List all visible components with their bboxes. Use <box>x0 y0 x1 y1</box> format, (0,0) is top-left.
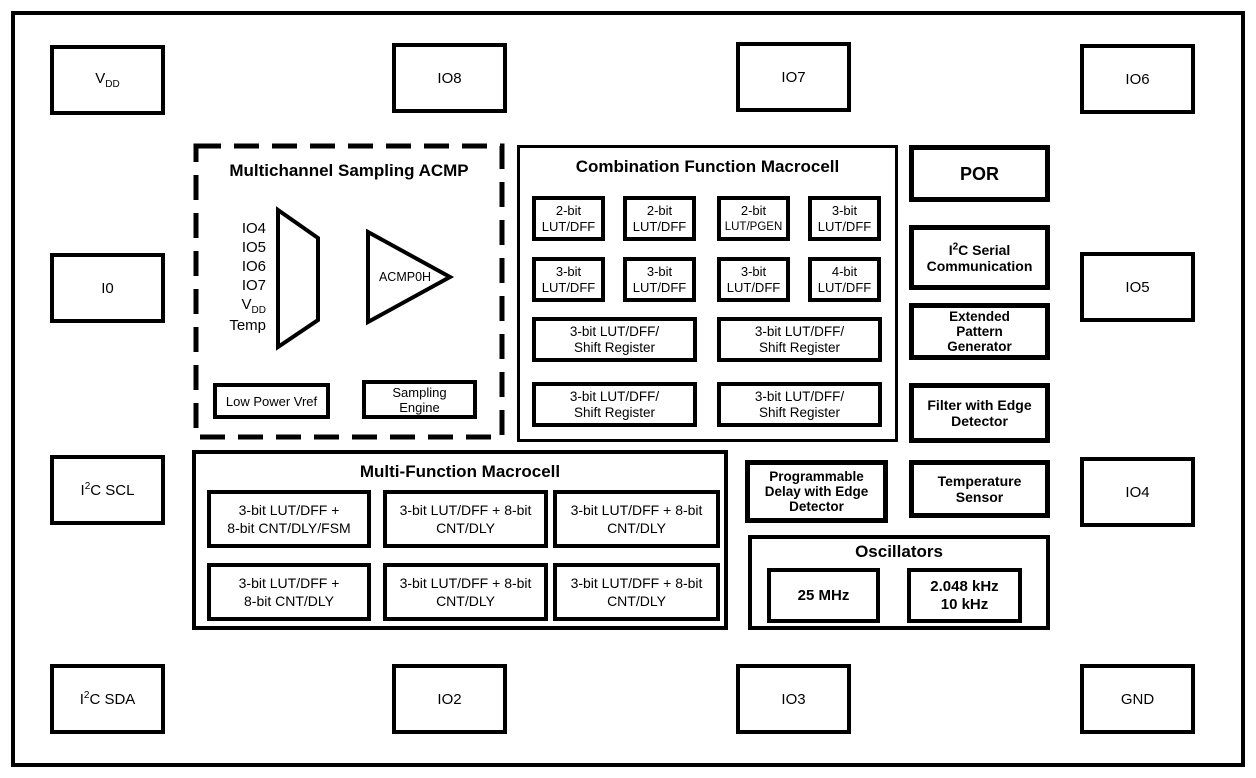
acmp-title: Multichannel Sampling ACMP <box>229 161 469 180</box>
sampling-engine-line2: Engine <box>399 399 440 415</box>
sampling-engine-block: Sampling Engine <box>362 380 477 419</box>
cfm-shift-register-4: 3-bit LUT/DFF/Shift Register <box>717 382 882 427</box>
mux-trapezoid-shape <box>276 206 320 351</box>
oscillators-title: Oscillators <box>855 542 943 561</box>
por-label: POR <box>959 163 999 184</box>
pin-i2c-sda: I2C SDA <box>50 664 165 734</box>
i2c-serial-communication-block: I2C Serial Communication <box>909 225 1050 290</box>
i2c-serial-line2: Communication <box>926 257 1033 274</box>
acmp-input-io5: IO5 <box>241 239 266 256</box>
pin-i2c-scl: I2C SCL <box>50 455 165 525</box>
acmp-input-io6: IO6 <box>241 258 266 275</box>
pin-gnd: GND <box>1080 664 1195 734</box>
pin-i0-label: I0 <box>101 279 114 297</box>
comparator-triangle-shape <box>366 228 455 326</box>
mfm-cell-r1c1: 3-bit LUT/DFF +8-bit CNT/DLY/FSM <box>207 490 371 548</box>
chip-outline <box>11 11 1245 767</box>
pin-i2c-scl-label: I2C SCL <box>80 480 135 499</box>
acmp-input-vdd: VDD <box>241 296 266 316</box>
pin-io8: IO8 <box>392 43 507 113</box>
comparator-label: ACMP0H <box>378 270 432 284</box>
oscillator-25mhz: 25 MHz <box>767 568 880 623</box>
pin-io4-label: IO4 <box>1125 483 1150 501</box>
pin-io5: IO5 <box>1080 252 1195 322</box>
acmp-shapes <box>276 206 455 351</box>
cfm-shift-register-1: 3-bit LUT/DFF/Shift Register <box>532 317 697 362</box>
programmable-delay-block: Programmable Delay with Edge Detector <box>745 460 888 523</box>
pin-i2c-sda-label: I2C SDA <box>79 689 136 708</box>
pin-io8-label: IO8 <box>437 69 462 87</box>
cfm-shift-register-3: 3-bit LUT/DFF/Shift Register <box>532 382 697 427</box>
pin-io7: IO7 <box>736 42 851 112</box>
extended-pattern-generator-block: Extended Pattern Generator <box>909 303 1050 360</box>
acmp-dashed-border <box>193 143 505 440</box>
acmp-input-temp: Temp <box>229 317 266 334</box>
por-block: POR <box>909 145 1050 202</box>
pin-vdd: VDD <box>50 45 165 115</box>
pin-gnd-label: GND <box>1120 690 1155 708</box>
low-power-vref-block: Low Power Vref <box>213 383 330 419</box>
acmp-input-list: IO4 IO5 IO6 IO7 VDD Temp <box>193 219 266 335</box>
temperature-sensor-block: Temperature Sensor <box>909 460 1050 518</box>
low-power-vref-label: Low Power Vref <box>225 393 318 409</box>
cfm-shift-register-2: 3-bit LUT/DFF/Shift Register <box>717 317 882 362</box>
pin-io2: IO2 <box>392 664 507 734</box>
pin-i0: I0 <box>50 253 165 323</box>
combination-title: Combination Function Macrocell <box>575 157 840 176</box>
acmp-input-io4: IO4 <box>241 220 266 237</box>
pin-vdd-label: VDD <box>95 70 120 90</box>
sampling-engine-line1: Sampling <box>392 384 447 400</box>
pin-io6: IO6 <box>1080 44 1195 114</box>
i2c-serial-line1: I2C Serial <box>948 240 1011 258</box>
pin-io5-label: IO5 <box>1125 278 1150 296</box>
acmp-input-io7: IO7 <box>241 277 266 294</box>
pin-io6-label: IO6 <box>1125 70 1150 88</box>
mfm-cell-r2c1: 3-bit LUT/DFF +8-bit CNT/DLY <box>207 563 371 621</box>
multi-function-macrocell: Multi-Function Macrocell 3-bit LUT/DFF +… <box>192 450 728 630</box>
multifunction-title: Multi-Function Macrocell <box>359 462 561 481</box>
pin-io2-label: IO2 <box>437 690 462 708</box>
filter-with-edge-detector-block: Filter with Edge Detector <box>909 383 1050 443</box>
pin-io3-label: IO3 <box>781 690 806 708</box>
pin-io7-label: IO7 <box>781 68 806 86</box>
pin-io3: IO3 <box>736 664 851 734</box>
pin-io4: IO4 <box>1080 457 1195 527</box>
